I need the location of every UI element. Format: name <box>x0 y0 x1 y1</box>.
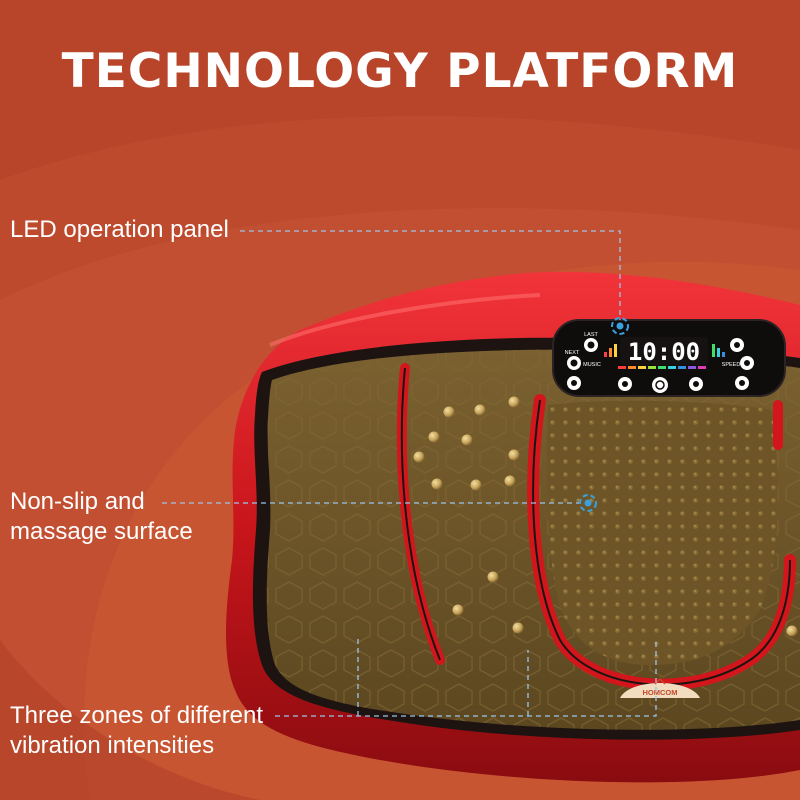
callout-lines <box>162 230 657 717</box>
massage-nodes <box>413 396 798 637</box>
led-panel-marker-icon <box>611 317 629 335</box>
callout-zones: Three zones of different vibration inten… <box>10 701 263 761</box>
page-title: TECHNOLOGY PLATFORM <box>61 44 739 99</box>
surface-marker-icon <box>579 494 597 512</box>
callout-surface-line-2: massage surface <box>10 518 193 545</box>
callout-surface-line-1: Non-slip and <box>10 488 145 515</box>
last-label: LAST <box>584 332 598 338</box>
led-operation-panel: 10:00 LAST <box>552 319 786 397</box>
brand-logo-text: HOMCOM <box>643 688 678 697</box>
brand-logo: HOMCOM <box>620 677 700 698</box>
power-button[interactable] <box>652 377 668 393</box>
callout-led-panel: LED operation panel <box>10 215 229 245</box>
callout-surface: Non-slip and massage surface <box>10 487 193 547</box>
music-label: MUSIC <box>583 362 601 368</box>
callout-zones-line-1: Three zones of different <box>10 702 264 729</box>
speed-label: SPEED <box>722 362 741 368</box>
callout-zones-line-2: vibration intensities <box>10 732 215 759</box>
timer-display: 10:00 <box>628 338 700 366</box>
callout-led-panel-line-1: LED operation panel <box>10 216 229 243</box>
next-label: NEXT <box>565 350 580 356</box>
